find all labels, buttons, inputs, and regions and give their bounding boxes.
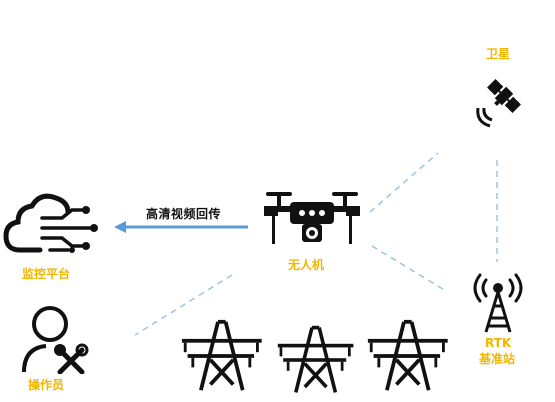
drone-label: 无人机: [288, 258, 325, 272]
dashed-link-drone-operator: [134, 274, 233, 336]
drone-icon: [264, 192, 360, 244]
power-tower-icon: [365, 319, 450, 393]
power-tower-icon: [275, 325, 356, 395]
power-tower-icon: [180, 319, 264, 393]
cloud-platform-icon: [3, 193, 98, 253]
satellite-label: 卫星: [486, 47, 511, 61]
rtk-tower-icon: [473, 273, 523, 333]
dashed-link-drone-rtk: [371, 245, 447, 292]
dashed-link-drone-satellite: [369, 152, 439, 213]
rtk-station-label-line1: RTK: [485, 336, 512, 350]
operator-icon: [22, 306, 89, 374]
power-towers-group: [180, 319, 450, 395]
rtk-station-label-line2: 基准站: [479, 352, 516, 366]
operator-label: 操作员: [28, 378, 65, 392]
satellite-icon: [476, 79, 521, 128]
monitoring-platform-label: 监控平台: [22, 267, 71, 281]
video-link-caption: 高清视频回传: [146, 207, 222, 221]
video-arrow-head: [114, 221, 126, 233]
